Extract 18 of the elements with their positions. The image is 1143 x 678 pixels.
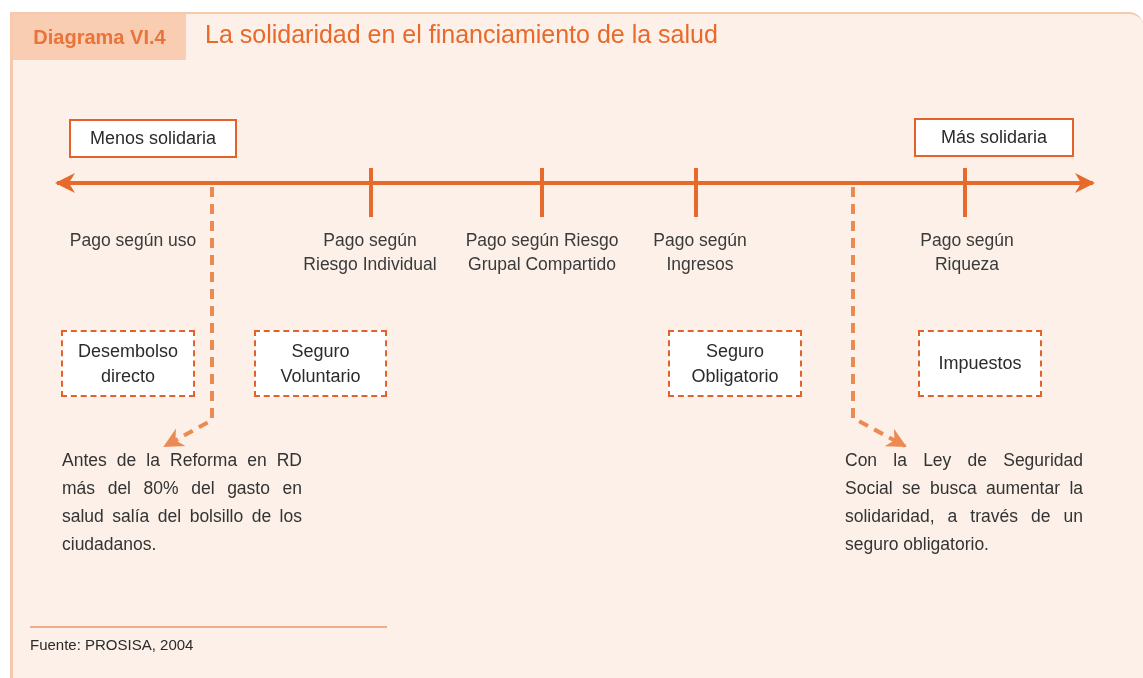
payment-basis-label: Pago según Riesgo Grupal Compartido [464, 229, 620, 276]
callout-arrow [851, 187, 907, 448]
payment-type-box: Seguro Voluntario [254, 330, 387, 397]
callout-arrow [163, 187, 214, 448]
annotation-text: Antes de la Reforma en RD más del 80% del gasto en salud salía del bolsillo de los ciudadanos. [62, 446, 302, 564]
end-label-box: Menos solidaria [69, 119, 237, 158]
payment-type-box: Impuestos [918, 330, 1042, 397]
annotation-text: Con la Ley de Seguridad Social se busca aumentar la solidaridad, a través de un seguro obligatorio. [845, 446, 1083, 564]
payment-type-box: Seguro Obligatorio [668, 330, 802, 397]
payment-basis-label: Pago según uso [68, 229, 198, 252]
source-note: Fuente: PROSISA, 2004 [30, 636, 194, 653]
payment-basis-label: Pago según Ingresos [652, 229, 748, 276]
diagram-title: La solidaridad en el financiamiento de la salud [205, 20, 718, 49]
end-label-box: Más solidaria [914, 118, 1074, 157]
figure-number-tab: Diagrama VI.4 [13, 14, 186, 60]
payment-type-box: Desembolso directo [61, 330, 195, 397]
payment-basis-label: Pago según Riqueza [919, 229, 1015, 276]
payment-basis-label: Pago según Riesgo Individual [302, 229, 438, 276]
